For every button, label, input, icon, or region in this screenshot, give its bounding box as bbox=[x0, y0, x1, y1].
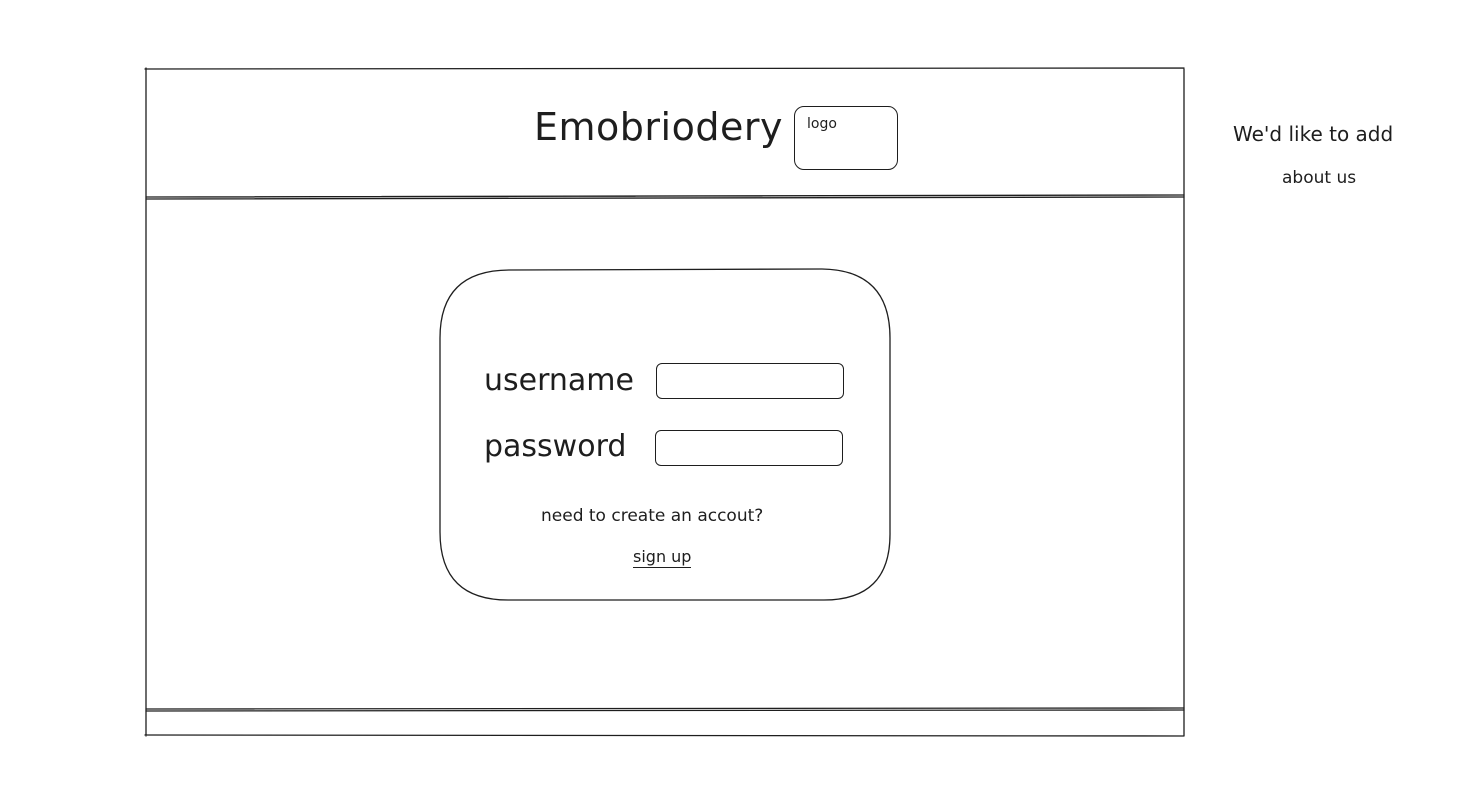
username-input[interactable] bbox=[656, 363, 844, 399]
password-input[interactable] bbox=[655, 430, 843, 466]
site-title: Emobriodery bbox=[534, 105, 783, 149]
password-label: password bbox=[484, 429, 627, 464]
side-note-line1: We'd like to add bbox=[1233, 122, 1394, 146]
signup-prompt: need to create an accout? bbox=[541, 506, 764, 526]
page-frame bbox=[144, 67, 1185, 737]
signup-link[interactable]: sign up bbox=[633, 547, 692, 568]
login-card bbox=[439, 268, 891, 601]
header-divider bbox=[145, 194, 1185, 200]
logo-label: logo bbox=[807, 116, 837, 132]
side-note-line2: about us bbox=[1282, 168, 1357, 188]
logo-placeholder[interactable]: logo bbox=[794, 106, 898, 170]
footer-divider bbox=[145, 707, 1185, 712]
username-label: username bbox=[484, 363, 634, 398]
